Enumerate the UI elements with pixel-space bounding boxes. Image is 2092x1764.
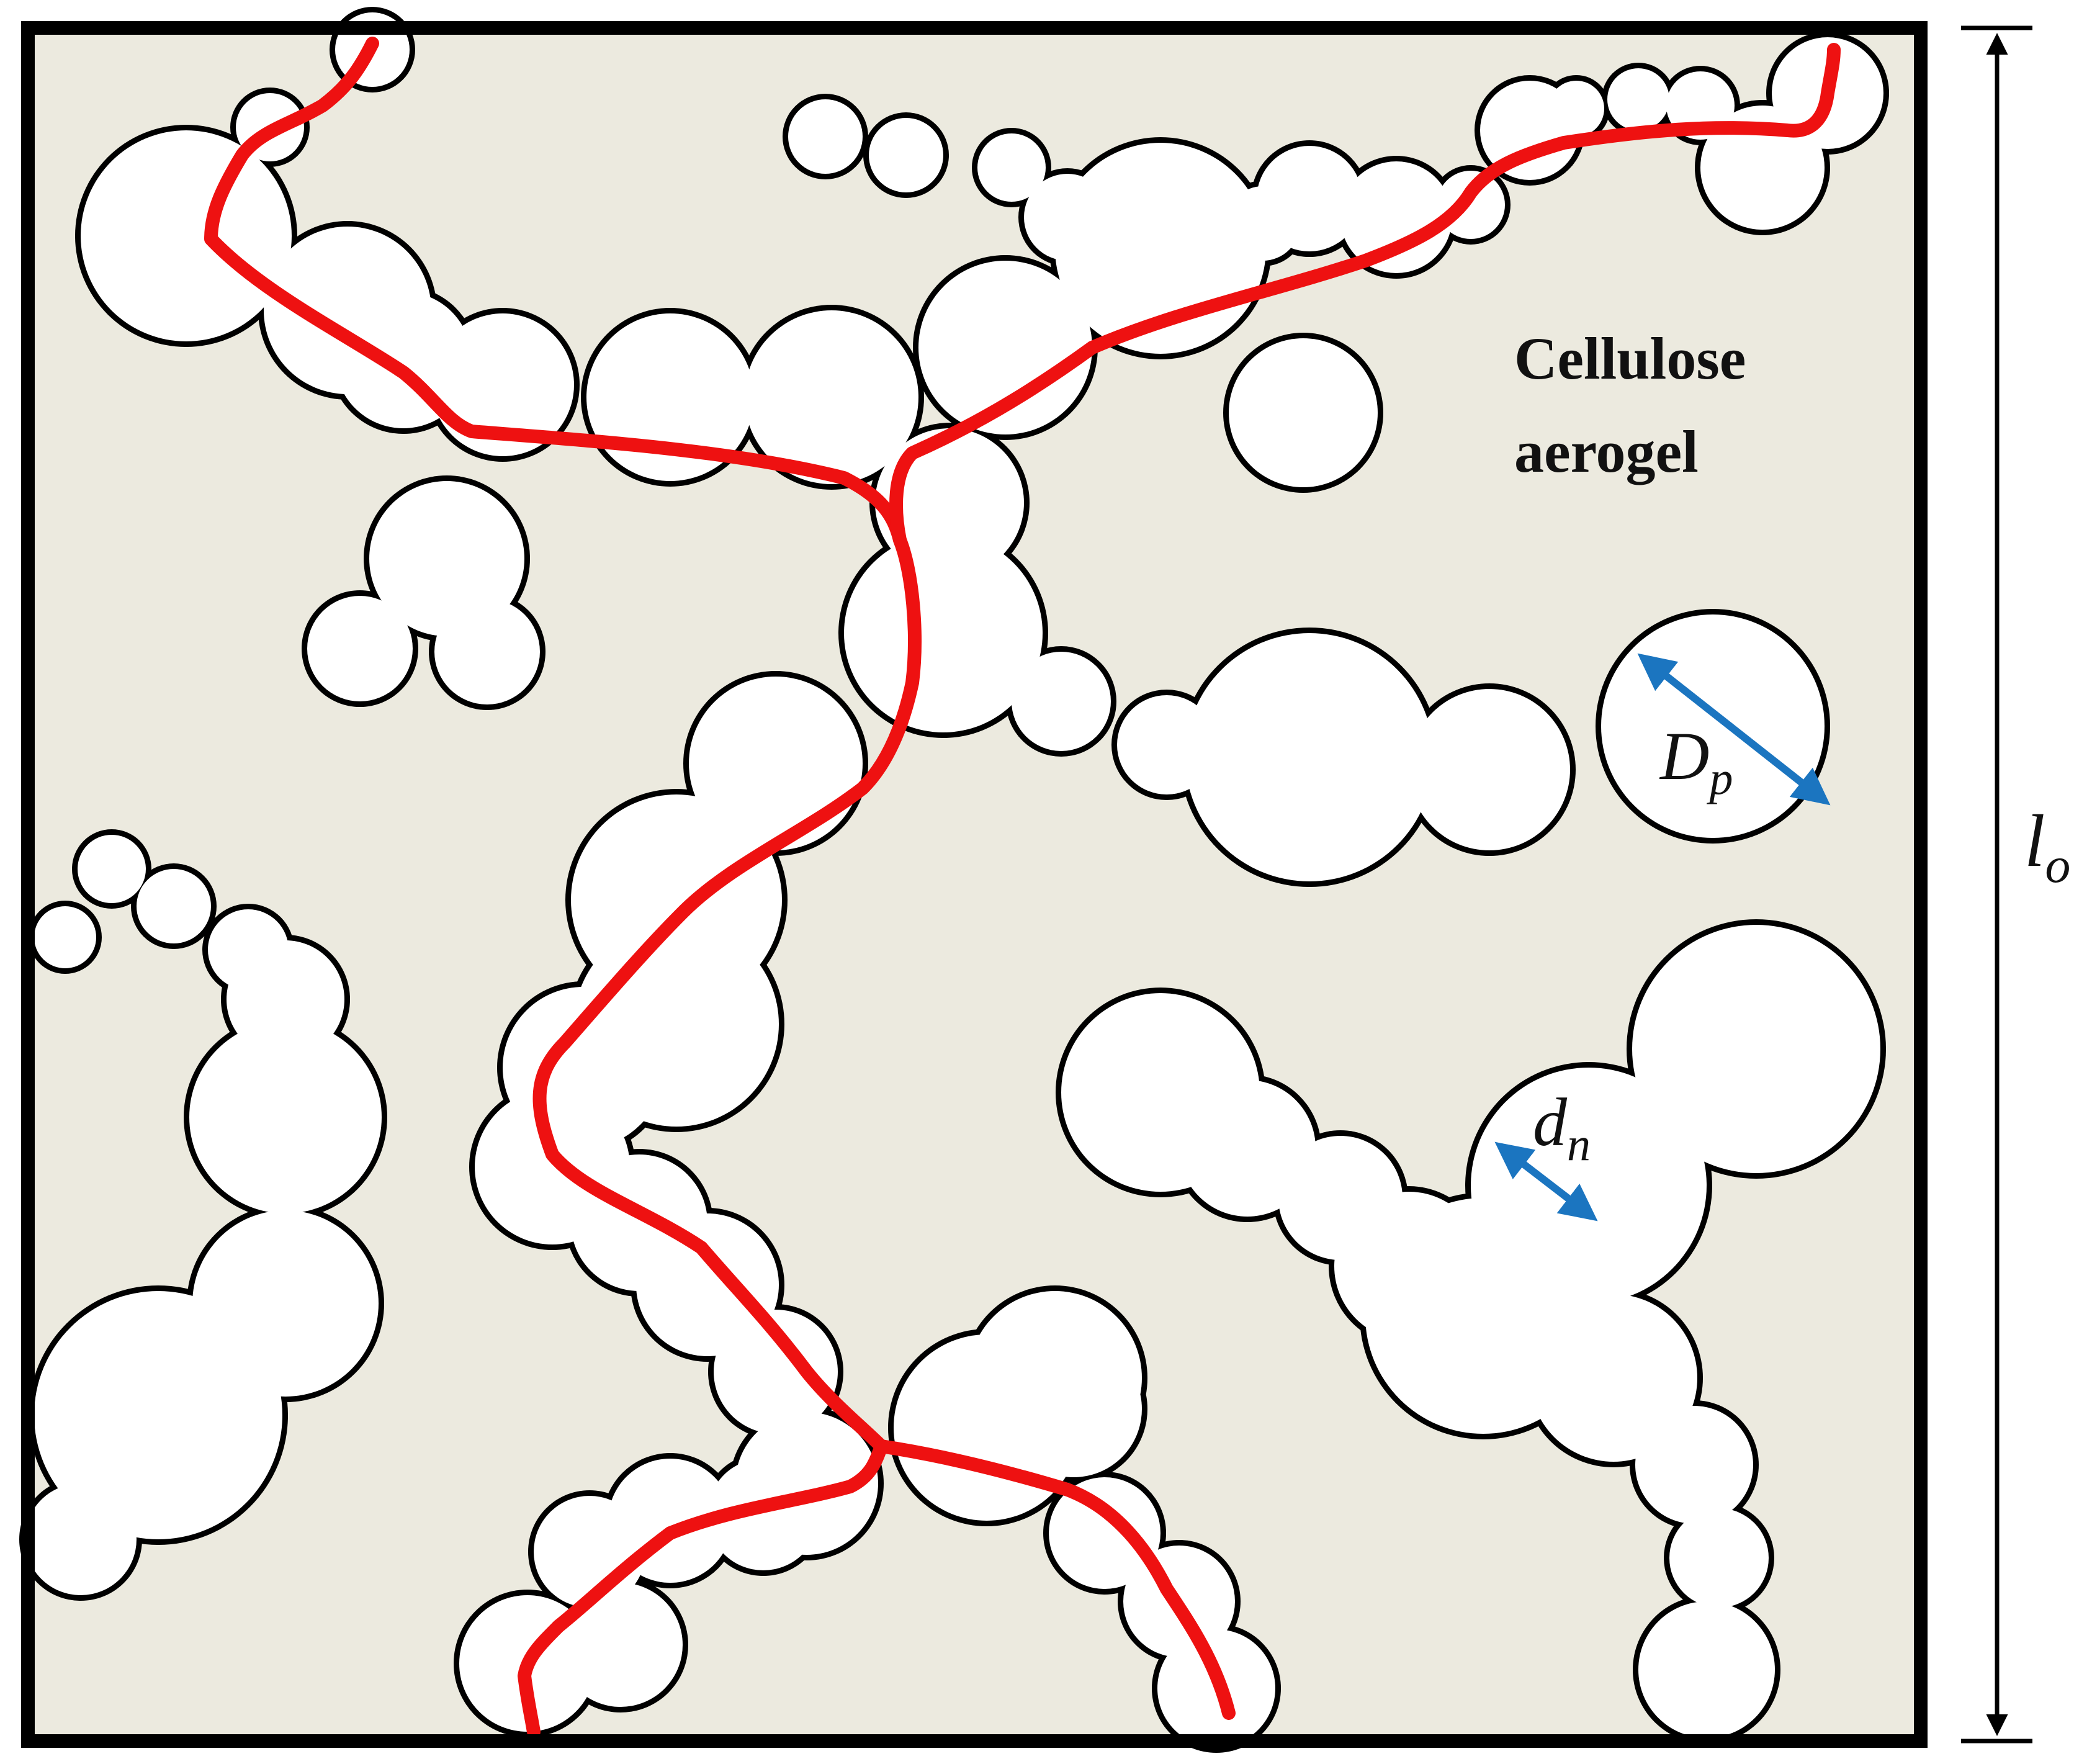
neck-diameter-label: dn [1533,1084,1591,1171]
particle-left-chain-2 [137,869,211,943]
particle-diameter-arrow [1637,653,1831,806]
particle-left-chain-1 [78,835,146,903]
length-label: lo [2024,799,2070,893]
particle-top-center-8 [1340,161,1452,273]
particle-top-center-13 [1607,68,1669,130]
particle-right-chain-0 [1012,652,1111,751]
particle-upper-left-5 [431,313,574,456]
particle-right-chain-3 [1409,689,1570,850]
particle-left-chain-0 [34,906,96,968]
particle-diameter-symbol: D [1659,718,1709,794]
particle-center-chain-9 [714,1310,838,1434]
particle-top-center-3 [977,133,1046,202]
length-dimension: lo [1961,25,2070,1744]
conduction-paths [204,37,1841,1739]
particle-top-center-12 [1548,81,1604,137]
particle-center-chain-15 [559,1583,683,1707]
particle-left-chain-7 [34,1291,282,1539]
particle-top-center-2 [918,261,1092,434]
particle-center-chain-11 [707,1459,819,1570]
particle-right-chain-4 [1601,614,1825,838]
particle-right-chain-2 [1185,633,1434,881]
neck-diameter-arrow [1494,1141,1598,1222]
particle-upper-left-7 [745,310,918,484]
particle-upper-left-8 [369,481,524,636]
particle-left-chain-5 [189,1021,382,1213]
particle-left-chain-8 [25,1483,137,1595]
neck-diameter-subscript: n [1567,1118,1591,1171]
particle-lower-right-6 [1632,925,1880,1173]
particle-top-center-7 [1257,146,1362,251]
particle-top-center-1 [869,118,943,192]
particle-upper-left-9 [307,596,413,701]
particle-center-chain-2 [689,677,863,850]
material-label-line2: aerogel [1514,418,1699,485]
particle-upper-left-10 [434,599,540,704]
particle-fill-layer [25,12,1883,1747]
particle-lower-right-7 [1530,1294,1697,1462]
particle-diameter-label: Dp [1659,718,1733,804]
particle-lower-right-9 [1669,1508,1769,1608]
sample-frame [21,21,1928,1748]
material-label-line1: Cellulose [1514,325,1746,392]
particle-lower-right-8 [1635,1406,1753,1524]
particle-top-center-0 [788,99,863,174]
length-symbol: l [2024,799,2045,882]
particle-lower-right-10 [1638,1601,1775,1738]
particle-upper-left-2 [81,130,292,341]
dimension-arrows [1494,653,1831,1222]
conduction-path-lower-right [874,1439,1236,1720]
particle-top-center-9 [1437,171,1505,239]
length-subscript: o [2045,837,2070,893]
particle-center-chain-0 [844,534,1043,732]
particle-center-chain-19 [1049,1477,1160,1589]
particle-top-center-10 [1229,338,1378,487]
particle-diameter-subscript: p [1706,752,1733,804]
conduction-path-upper-right [889,43,1841,547]
conduction-path-main [204,37,922,1739]
neck-diameter-symbol: d [1533,1084,1568,1160]
particle-center-chain-1 [875,428,1024,577]
particle-center-chain-18 [894,1334,1080,1521]
